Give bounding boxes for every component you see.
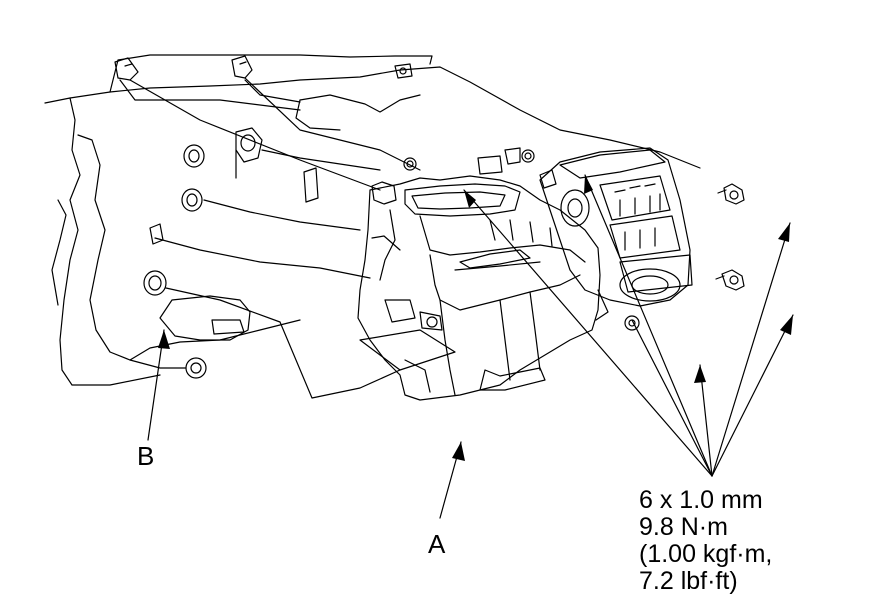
- torque-kgfm-text: (1.00 kgf·m,: [639, 540, 773, 568]
- torque-lbfft-text: 7.2 lbf·ft): [639, 567, 738, 595]
- callout-label-b: B: [137, 441, 155, 471]
- bolt-size-text: 6 x 1.0 mm: [639, 486, 763, 514]
- firewall-grommets: [143, 127, 401, 399]
- heater-unit-body: [357, 147, 601, 401]
- torque-nm-text: 9.8 N·m: [639, 513, 728, 541]
- arrowheads: [158, 175, 793, 461]
- callout-label-a: A: [428, 529, 446, 559]
- mounting-bolts: [715, 183, 745, 291]
- part-b-bracket: [129, 295, 251, 379]
- heater-unit-removal-diagram: B A 6 x 1.0 mm 9.8 N·m (1.00 kgf·m, 7.2 …: [44, 54, 794, 595]
- callout-lines[interactable]: [147, 174, 794, 519]
- blower-unit: [539, 147, 693, 331]
- top-brackets: [114, 55, 421, 191]
- dashboard-outline: [44, 54, 701, 386]
- torque-spec-block: 6 x 1.0 mm 9.8 N·m (1.00 kgf·m, 7.2 lbf·…: [639, 487, 772, 595]
- line-drawing: [44, 54, 794, 519]
